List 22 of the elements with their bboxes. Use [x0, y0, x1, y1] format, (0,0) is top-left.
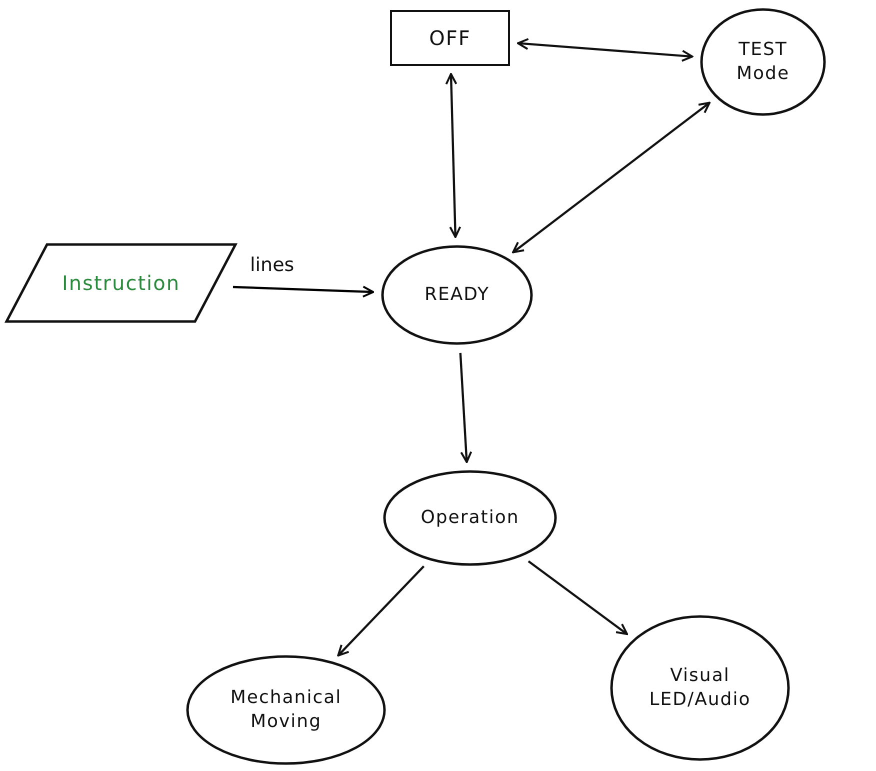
arrow	[516, 38, 694, 62]
state-ellipse	[610, 615, 790, 761]
arrow	[512, 102, 711, 254]
node-label: TEST Mode	[735, 38, 791, 86]
state-box	[390, 10, 510, 66]
node-label: OFF	[429, 24, 471, 52]
state-ellipse	[383, 470, 557, 566]
arrow	[337, 565, 425, 657]
input-parallelogram	[5, 243, 237, 323]
arrow	[232, 286, 374, 298]
state-ellipse	[186, 655, 386, 765]
arrow	[528, 560, 628, 636]
arrow	[459, 352, 472, 464]
edge-label: lines	[250, 254, 294, 276]
state-ellipse	[381, 245, 533, 345]
node-label: READY	[424, 282, 490, 307]
node-label: Mechanical Moving	[229, 686, 343, 734]
node-label: Instruction	[62, 270, 180, 296]
node-label: Visual LED/Audio	[648, 664, 752, 712]
state-ellipse	[700, 8, 826, 116]
node-label: Operation	[420, 506, 520, 530]
arrow	[445, 73, 462, 238]
